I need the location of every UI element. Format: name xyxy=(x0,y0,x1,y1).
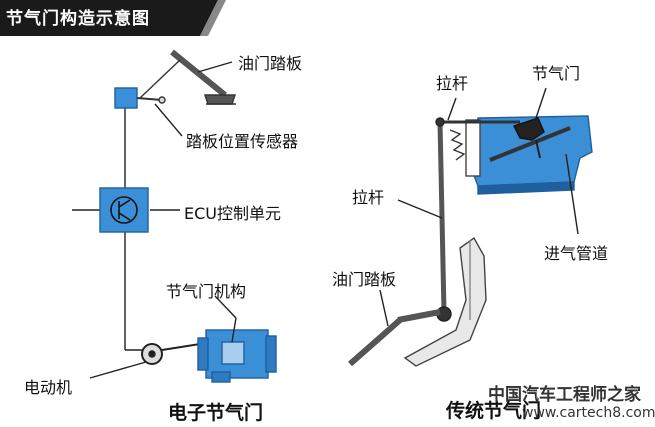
throttle-plate-icon xyxy=(489,117,571,162)
label-ecu: ECU控制单元 xyxy=(184,204,281,223)
conventional-throttle-diagram xyxy=(348,87,593,367)
page-title: 节气门构造示意图 xyxy=(6,9,150,29)
intake-duct-icon xyxy=(465,115,593,195)
label-intake: 进气管道 xyxy=(544,244,609,263)
title-banner-area: 节气门构造示意图 xyxy=(0,0,218,36)
throttle-mechanism-icon xyxy=(197,317,277,383)
label-pedal-sensor: 踏板位置传感器 xyxy=(186,132,299,151)
pedal-icon xyxy=(139,49,236,105)
ecu-icon xyxy=(99,187,149,233)
label-throttle: 节气门 xyxy=(532,64,581,83)
label-rod-top: 拉杆 xyxy=(436,74,469,93)
caption-conventional-throttle: 传统节气门 xyxy=(446,400,542,422)
watermark-url: www.cartech8.com xyxy=(522,405,655,421)
firewall-icon xyxy=(403,236,487,367)
label-conventional-pedal: 油门踏板 xyxy=(332,270,397,289)
label-rod-mid: 拉杆 xyxy=(352,188,385,207)
caption-electronic-throttle: 电子节气门 xyxy=(168,402,264,424)
motor-icon xyxy=(141,343,201,365)
pedal-position-sensor-icon xyxy=(114,87,166,109)
conventional-pedal-icon xyxy=(348,309,441,367)
diagram-canvas xyxy=(0,0,593,383)
label-pedal: 油门踏板 xyxy=(238,54,303,73)
electronic-throttle-diagram xyxy=(72,49,277,383)
label-motor: 电动机 xyxy=(24,378,73,397)
rod-icon xyxy=(435,117,520,322)
label-throttle-mechanism: 节气门机构 xyxy=(166,282,247,301)
spring-icon xyxy=(449,129,466,161)
title-banner xyxy=(0,0,226,36)
watermark-text: 中国汽车工程师之家 xyxy=(488,385,641,405)
